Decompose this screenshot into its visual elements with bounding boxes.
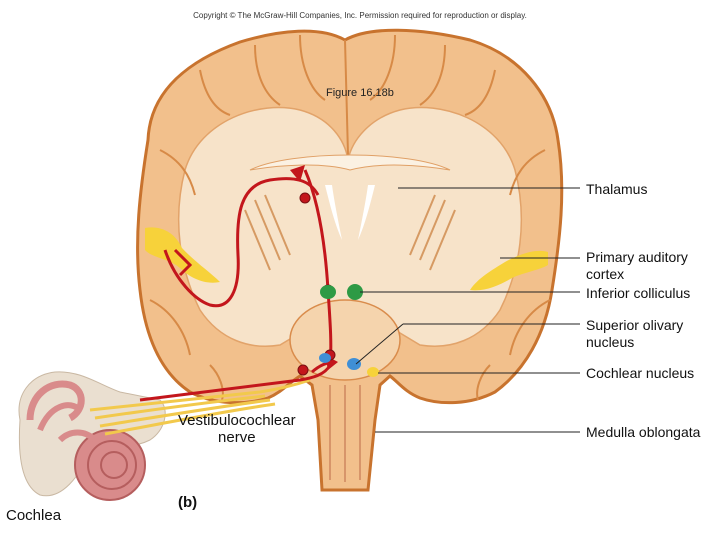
label-medulla-oblongata: Medulla oblongata — [586, 424, 701, 440]
label-superior-olivary-line2: nucleus — [586, 334, 635, 350]
label-cochlear-nucleus: Cochlear nucleus — [586, 365, 695, 381]
brainstem-bulb — [289, 299, 401, 381]
figure-label: Figure 16.18b — [326, 87, 394, 99]
label-vestibulocochlear-line2: nerve — [218, 429, 256, 446]
label-vestibulocochlear-line1: Vestibulocochlear — [178, 412, 296, 429]
label-thalamus: Thalamus — [586, 181, 648, 197]
superior-olivary-nucleus-left — [319, 353, 331, 363]
inner-ear — [18, 371, 166, 501]
inferior-colliculus-nucleus-right — [347, 284, 363, 300]
label-superior-olivary-nucleus: Superior olivary nucleus — [586, 317, 683, 351]
label-inferior-colliculus: Inferior colliculus — [586, 285, 691, 301]
label-primary-auditory-line2: cortex — [586, 266, 625, 282]
label-superior-olivary-line1: Superior olivary — [586, 317, 684, 333]
auditory-cortex-right — [470, 250, 548, 291]
label-primary-auditory-line1: Primary auditory — [586, 249, 688, 265]
inferior-colliculus-nucleus-left — [320, 285, 336, 299]
panel-label: (b) — [178, 494, 198, 511]
ventricle-right — [358, 185, 375, 240]
pathway-arrowhead-top — [290, 165, 305, 182]
cochlear-nucleus-right — [367, 367, 379, 377]
label-vestibulocochlear-nerve: Vestibulocochlear nerve — [178, 412, 296, 446]
vestibulocochlear-nerve — [89, 378, 311, 436]
leader-superior-olivary — [355, 323, 404, 365]
superior-olivary-nucleus-right — [347, 358, 361, 370]
copyright-notice: Copyright © The McGraw-Hill Companies, I… — [193, 11, 527, 20]
corpus-callosum — [249, 154, 451, 171]
label-primary-auditory-cortex: Primary auditory cortex — [586, 249, 688, 283]
label-cochlea: Cochlea — [6, 507, 62, 524]
auditory-cortex-left — [145, 227, 220, 283]
ventricle-left — [325, 185, 342, 240]
